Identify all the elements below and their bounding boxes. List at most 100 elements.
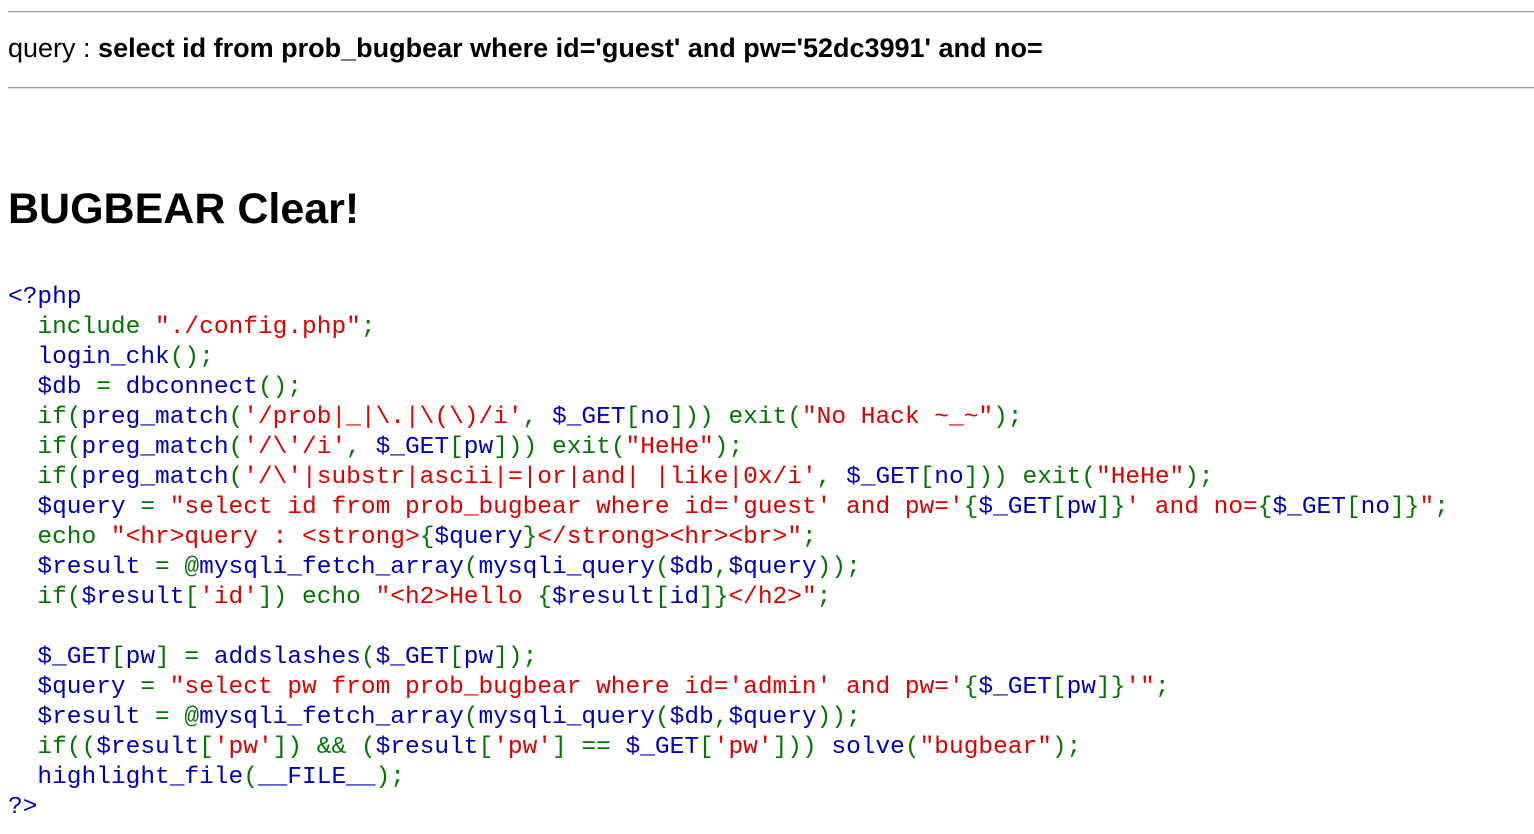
code-token: "<h2>Hello — [375, 584, 538, 611]
code-token: $db — [669, 704, 714, 731]
code-token: [ — [1051, 674, 1067, 701]
code-token: } — [522, 524, 538, 551]
code-token: [ — [184, 584, 200, 611]
code-token: include — [8, 314, 156, 341]
code-token: ( — [904, 734, 920, 761]
code-token: $_GET — [1272, 494, 1346, 521]
code-token: ); — [1184, 464, 1214, 491]
code-token: $query — [728, 554, 817, 581]
code-token: mysqli_fetch_array — [199, 554, 464, 581]
code-token: 'pw' — [493, 734, 553, 761]
code-line-5: if(preg_match('/prob|_|\.|\(\)/i', $_GET… — [8, 403, 1449, 433]
code-token: , — [816, 464, 847, 491]
code-token: [ — [654, 584, 670, 611]
code-token: ]) echo — [257, 584, 376, 611]
code-token: pw — [463, 644, 494, 671]
code-token: $_GET — [846, 464, 920, 491]
code-token: ; — [360, 314, 376, 341]
code-token: pw — [463, 434, 494, 461]
code-token: ; — [1154, 674, 1170, 701]
code-line-18: ?> — [8, 793, 1449, 823]
code-token: $_GET — [978, 494, 1052, 521]
code-token: { — [419, 524, 435, 551]
clear-heading: BUGBEAR Clear! — [8, 185, 360, 233]
code-line-16: if(($result['pw']) && ($result['pw'] == … — [8, 733, 1449, 763]
code-token: $query — [8, 674, 141, 701]
code-line-14: $query = "select pw from prob_bugbear wh… — [8, 673, 1449, 703]
code-token: if(( — [8, 734, 97, 761]
code-token: $db — [8, 374, 97, 401]
code-token: = — [96, 374, 126, 401]
query-line: query : select id from prob_bugbear wher… — [8, 30, 1043, 66]
code-token: $_GET — [375, 434, 450, 461]
code-token: ])) exit( — [493, 434, 626, 461]
code-token: ); — [375, 764, 405, 791]
code-token: 'pw' — [213, 734, 273, 761]
code-token: ]} — [699, 584, 729, 611]
code-token: (); — [169, 344, 214, 371]
code-token: [ — [919, 464, 935, 491]
code-token: [ — [199, 734, 214, 761]
code-token: )); — [816, 704, 861, 731]
code-token: ' and no= — [1125, 494, 1258, 521]
code-token: $_GET — [978, 674, 1052, 701]
code-token: = @ — [155, 554, 200, 581]
code-token: ( — [228, 434, 244, 461]
code-token: [ — [699, 734, 714, 761]
code-token: " — [1419, 494, 1435, 521]
code-token: ] == — [552, 734, 626, 761]
code-token: pw — [125, 644, 156, 671]
code-line-11: if($result['id']) echo "<h2>Hello {$resu… — [8, 583, 1449, 613]
code-token: '/prob|_|\.|\(\)/i' — [243, 404, 523, 431]
code-token: ])) exit( — [669, 404, 802, 431]
code-token: ])) exit( — [963, 464, 1097, 491]
code-token: $result — [96, 734, 200, 761]
code-line-2: include "./config.php"; — [8, 313, 1449, 343]
code-token: no — [934, 464, 964, 491]
code-token: addslashes — [213, 644, 361, 671]
code-token: ]} — [1096, 494, 1126, 521]
code-token: { — [963, 674, 979, 701]
code-token: ( — [360, 644, 376, 671]
code-token: "select id from prob_bugbear where id='g… — [169, 494, 964, 521]
code-token: $_GET — [625, 734, 700, 761]
code-token: [ — [478, 734, 494, 761]
code-token: $_GET — [552, 404, 626, 431]
horizontal-rule-bottom — [8, 87, 1534, 89]
code-token: ]) && ( — [272, 734, 376, 761]
code-token: '/\'|substr|ascii|=|or|and| |like|0x/i' — [243, 464, 817, 491]
code-token: = @ — [155, 704, 200, 731]
code-token: , — [346, 434, 376, 461]
code-token: [ — [1345, 494, 1361, 521]
code-token: [ — [625, 404, 641, 431]
code-token: ); — [713, 434, 744, 461]
code-token: (); — [257, 374, 303, 401]
code-token: , — [713, 704, 729, 731]
code-token: $_GET — [8, 644, 111, 671]
code-token: if( — [8, 464, 82, 491]
code-token: "<hr>query : <strong> — [110, 524, 420, 551]
code-token: ] = — [155, 644, 214, 671]
code-token: __FILE__ — [257, 764, 376, 791]
code-token: preg_match — [81, 464, 229, 491]
code-token: [ — [449, 434, 464, 461]
php-source-code: <?php include "./config.php"; login_chk(… — [8, 283, 1449, 823]
code-token: $result — [8, 704, 156, 731]
code-token: [ — [110, 644, 126, 671]
code-token: mysqli_query — [478, 704, 655, 731]
code-token: <?php — [8, 284, 82, 311]
code-token: ]); — [493, 644, 538, 671]
code-line-10: $result = @mysqli_fetch_array(mysqli_que… — [8, 553, 1449, 583]
code-token: ( — [654, 704, 670, 731]
code-token: { — [1257, 494, 1273, 521]
code-token: ]} — [1096, 674, 1126, 701]
query-prefix: query : — [8, 33, 99, 63]
code-line-6: if(preg_match('/\'/i', $_GET[pw])) exit(… — [8, 433, 1449, 463]
code-token: pw — [1066, 494, 1096, 521]
code-token: $result — [8, 554, 156, 581]
code-token: </h2>" — [728, 584, 817, 611]
code-token: "bugbear" — [919, 734, 1052, 761]
code-token: , — [713, 554, 729, 581]
code-token: no — [1360, 494, 1391, 521]
code-token: "HeHe" — [1096, 464, 1185, 491]
